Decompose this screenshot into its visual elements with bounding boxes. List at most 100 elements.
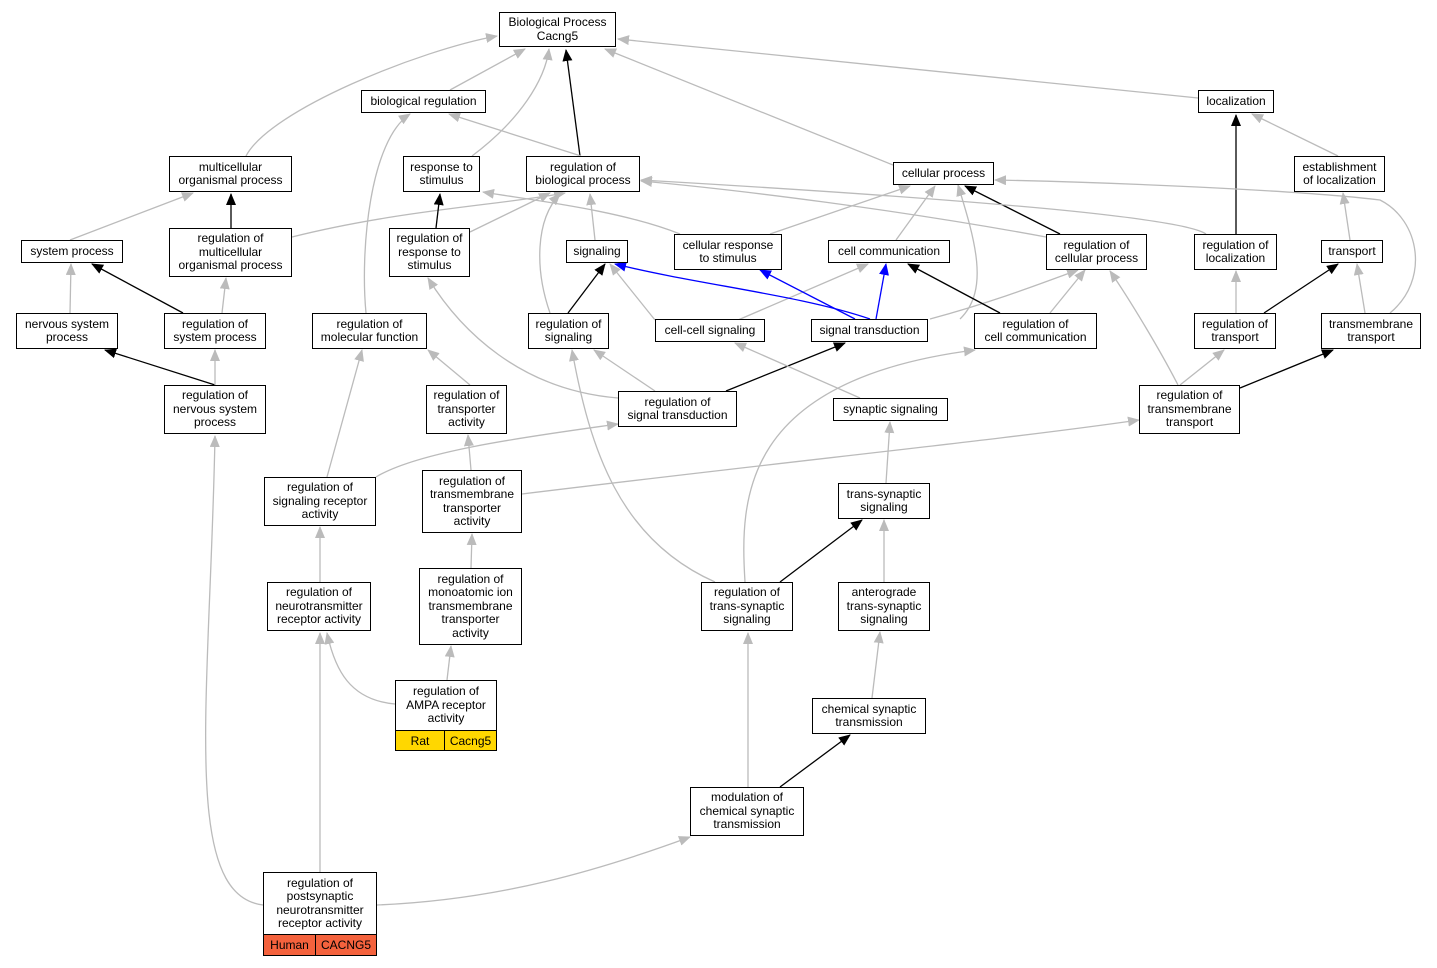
node-regulation-of-signaling-receptor-activity[interactable]: regulation of signaling receptor activit… (264, 477, 376, 526)
node-modulation-of-chemical-synaptic-transmission[interactable]: modulation of chemical synaptic transmis… (690, 787, 804, 836)
node-regulation-of-transport[interactable]: regulation of transport (1194, 313, 1276, 349)
edge-nervous-to-system (65, 263, 76, 314)
edge-transport-to-estloc (1339, 192, 1351, 241)
edge-regcell-to-cellular (964, 185, 1061, 235)
node-regulation-of-signal-transduction[interactable]: regulation of signal transduction (618, 391, 737, 427)
gene-tag-cacng5-rat[interactable]: Cacng5 (445, 730, 497, 751)
edge-cellular-to-root (604, 48, 894, 166)
node-regulation-of-ampa-receptor-activity[interactable]: regulation of AMPA receptor activity (395, 680, 497, 731)
edge-regtranssyn-to-transsyn (779, 519, 863, 583)
edge-regnerv-to-nervous (104, 348, 216, 386)
edge-signaling-to-regbio (586, 193, 597, 241)
node-trans-synaptic-signaling[interactable]: trans-synaptic signaling (838, 483, 930, 519)
node-cellular-process[interactable]: cellular process (893, 162, 994, 185)
node-regulation-of-transmembrane-transporter-activity[interactable]: regulation of transmembrane transporter … (422, 470, 522, 533)
node-regulation-of-system-process[interactable]: regulation of system process (164, 313, 266, 349)
edge-cellresp-to-cellular (769, 184, 911, 235)
node-regulation-of-transmembrane-transport[interactable]: regulation of transmembrane transport (1139, 385, 1240, 434)
node-regulation-of-monoatomic-ion-transmembrane-transporter-activity[interactable]: regulation of monoatomic ion transmembra… (419, 568, 522, 645)
node-establishment-of-localization[interactable]: establishment of localization (1294, 156, 1385, 192)
edge-regtransporter-to-regmolfn (427, 349, 471, 386)
node-regulation-of-molecular-function[interactable]: regulation of molecular function (312, 313, 427, 349)
edge-estloc-to-localization (1251, 113, 1339, 157)
edge-sigtrans-to-cellcomm (875, 263, 889, 320)
gene-tag-cacng5-human[interactable]: CACNG5 (316, 934, 377, 956)
edge-localization-to-root (617, 35, 1199, 99)
node-regulation-of-postsynaptic-neurotransmitter-receptor-activity[interactable]: regulation of postsynaptic neurotransmit… (263, 872, 377, 935)
edge-transmem-to-transport (1263, 263, 1339, 314)
node-anterograde-trans-synaptic-signaling[interactable]: anterograde trans-synaptic signaling (838, 582, 930, 631)
edge-sigtrans-to-cellular (956, 184, 978, 320)
edge-cellresp-to-response (482, 188, 681, 235)
node-regulation-of-response-to-stimulus[interactable]: regulation of response to stimulus (389, 228, 470, 277)
edge-regloc-to-regbio (640, 175, 1207, 235)
edge-sigtrans-to-regcell (929, 268, 1079, 320)
human-annotation-row: Human CACNG5 (263, 934, 377, 956)
edge-regsys-to-system (91, 263, 184, 314)
node-biological-regulation[interactable]: biological regulation (361, 90, 486, 113)
edge-regtmt-to-regtransport (1179, 349, 1225, 386)
edge-sigtrans-to-cellresp (759, 269, 856, 320)
edge-regsig-to-signaling (567, 263, 606, 314)
node-synaptic-signaling[interactable]: synaptic signaling (833, 398, 948, 421)
edge-regsigtrans-to-sigtrans (725, 342, 846, 392)
species-tag-human[interactable]: Human (263, 934, 316, 956)
edge-regcomm-to-regcell (1049, 269, 1086, 314)
node-response-to-stimulus[interactable]: response to stimulus (403, 156, 480, 192)
edge-ampa-to-regntra (324, 632, 396, 705)
node-regulation-of-localization[interactable]: regulation of localization (1194, 234, 1277, 270)
edge-bioreg-to-root (449, 48, 526, 91)
edge-response-to-root (471, 48, 553, 157)
node-nervous-system-process[interactable]: nervous system process (16, 313, 118, 349)
edge-cellcell-to-signaling (609, 263, 656, 321)
edge-regcell-to-regbio (640, 177, 1047, 238)
node-signaling[interactable]: signaling (566, 240, 628, 263)
node-multicellular-organismal-process[interactable]: multicellular organismal process (169, 156, 292, 192)
node-regulation-of-cellular-process[interactable]: regulation of cellular process (1046, 234, 1147, 270)
edge-regtmta-to-regtransporter (463, 434, 474, 471)
node-signal-transduction[interactable]: signal transduction (811, 319, 928, 342)
edge-regtmt-to-transmem (1239, 349, 1334, 389)
node-transport[interactable]: transport (1321, 240, 1383, 263)
edge-regsigrec-to-regsigtrans (375, 420, 619, 478)
node-regulation-of-transporter-activity[interactable]: regulation of transporter activity (426, 385, 507, 434)
node-localization[interactable]: localization (1198, 90, 1274, 113)
node-regulation-of-nervous-system-process[interactable]: regulation of nervous system process (164, 385, 266, 434)
edge-regsigtrans-to-regsig (593, 349, 656, 392)
node-biological-process-root[interactable]: Biological Process Cacng5 (499, 12, 616, 47)
edge-transmemtr-to-cellular (994, 175, 1417, 314)
edge-multicellular-to-root (245, 33, 498, 157)
edge-chem-to-antero (871, 631, 884, 699)
node-regulation-of-signaling[interactable]: regulation of signaling (528, 313, 609, 349)
node-regulation-of-cell-communication[interactable]: regulation of cell communication (974, 313, 1097, 349)
node-regulation-of-neurotransmitter-receptor-activity[interactable]: regulation of neurotransmitter receptor … (267, 582, 371, 631)
edge-regbio-to-root (562, 49, 581, 157)
edge-regresp-to-response (433, 193, 444, 229)
edge-regtmt-to-regcell (1109, 270, 1179, 386)
node-regulation-of-trans-synaptic-signaling[interactable]: regulation of trans-synaptic signaling (701, 582, 793, 631)
edge-cellcomm-to-cellular (895, 185, 936, 241)
edge-regsigtrans-to-regresp (427, 277, 619, 399)
edge-sigtrans-to-signaling (614, 261, 871, 320)
node-chemical-synaptic-transmission[interactable]: chemical synaptic transmission (812, 698, 926, 734)
edge-regmono-to-regtmta (466, 533, 477, 569)
edge-regtranssyn-to-regsig (569, 349, 716, 583)
node-regulation-of-multicellular-organismal-process[interactable]: regulation of multicellular organismal p… (169, 228, 292, 277)
species-tag-rat[interactable]: Rat (395, 730, 445, 751)
edge-regsigrec-to-regmolfn (326, 349, 364, 478)
edge-regresp-to-regbio (469, 192, 551, 233)
edge-regtranssyn-to-regcomm (743, 346, 976, 583)
rat-annotation-row: Rat Cacng5 (395, 730, 497, 751)
node-cellular-response-to-stimulus[interactable]: cellular response to stimulus (674, 234, 782, 270)
edge-ampa-to-regmono (444, 645, 455, 681)
node-regulation-of-biological-process[interactable]: regulation of biological process (526, 156, 640, 192)
node-cell-cell-signaling[interactable]: cell-cell signaling (655, 319, 765, 342)
edge-transsyn-to-synaptic (884, 421, 895, 484)
edge-regmolfn-to-bioreg (363, 113, 411, 314)
edge-regbio-to-bioreg (448, 112, 582, 157)
edge-system-to-multicellular (69, 192, 194, 241)
node-system-process[interactable]: system process (21, 240, 123, 263)
node-transmembrane-transport[interactable]: transmembrane transport (1321, 313, 1421, 349)
edge-regsig-to-regbio (539, 193, 561, 314)
node-cell-communication[interactable]: cell communication (828, 240, 950, 263)
